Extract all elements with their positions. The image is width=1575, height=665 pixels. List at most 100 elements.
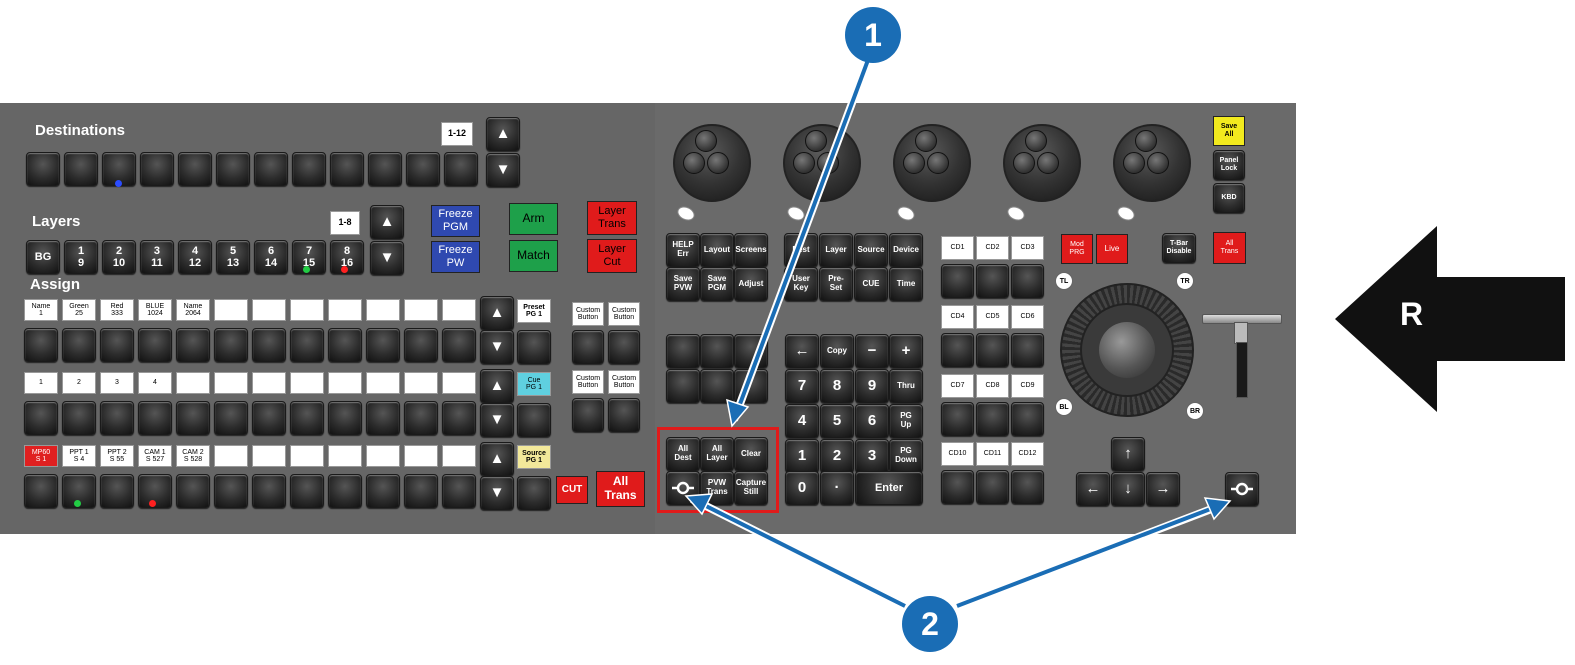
function-key[interactable]: Time xyxy=(889,267,923,301)
highlight-key[interactable]: All Dest xyxy=(666,437,700,471)
assign-page-key[interactable] xyxy=(517,403,551,437)
keypad-key[interactable]: Copy xyxy=(820,334,854,368)
assign-page-key[interactable] xyxy=(517,476,551,510)
keypad-key[interactable]: 1 xyxy=(785,439,819,473)
destination-key[interactable] xyxy=(292,152,326,186)
cd-key[interactable] xyxy=(941,470,974,504)
keypad-enter-key[interactable]: Enter xyxy=(855,471,923,505)
function-key[interactable]: Screens xyxy=(734,233,768,267)
blank-key[interactable] xyxy=(666,369,700,403)
freeze-pgm-button[interactable]: Freeze PGM xyxy=(431,205,480,237)
cd-key[interactable] xyxy=(976,333,1009,367)
destinations-page-up-button[interactable]: ▲ xyxy=(486,117,520,151)
function-key[interactable]: Save PGM xyxy=(700,267,734,301)
assign-key[interactable] xyxy=(366,328,400,362)
assign-page-down-button[interactable]: ▼ xyxy=(480,476,514,510)
destination-key[interactable] xyxy=(254,152,288,186)
arrow-left-button[interactable]: ← xyxy=(1076,472,1110,506)
highlight-key[interactable]: Clear xyxy=(734,437,768,471)
rotary-knob[interactable] xyxy=(1003,124,1081,202)
assign-key[interactable] xyxy=(214,474,248,508)
mod-prg-button[interactable]: Mod PRG xyxy=(1061,234,1093,264)
cd-key[interactable] xyxy=(941,402,974,436)
freeze-pw-button[interactable]: Freeze PW xyxy=(431,241,480,273)
cd-key[interactable] xyxy=(1011,264,1044,298)
highlight-key[interactable]: All Layer xyxy=(700,437,734,471)
cd-key[interactable] xyxy=(976,470,1009,504)
assign-key[interactable] xyxy=(404,401,438,435)
rotary-knob[interactable] xyxy=(893,124,971,202)
keypad-key[interactable]: 0 xyxy=(785,471,819,505)
layer-cut-button[interactable]: Layer Cut xyxy=(587,239,637,273)
arrow-up-button[interactable]: ↑ xyxy=(1111,437,1145,471)
all-trans-button[interactable]: All Trans xyxy=(596,471,645,507)
keypad-key[interactable]: · xyxy=(820,471,854,505)
assign-key[interactable] xyxy=(252,401,286,435)
keypad-key[interactable]: 2 xyxy=(820,439,854,473)
assign-key[interactable] xyxy=(138,328,172,362)
assign-key[interactable] xyxy=(442,474,476,508)
assign-key[interactable] xyxy=(214,401,248,435)
keypad-key[interactable]: PG Up xyxy=(889,404,923,438)
custom-button[interactable] xyxy=(608,330,640,364)
function-key[interactable]: Layer xyxy=(819,233,853,267)
tbar-disable-button[interactable]: T-Bar Disable xyxy=(1162,233,1196,263)
reset-button[interactable] xyxy=(666,471,700,505)
assign-key[interactable] xyxy=(176,401,210,435)
assign-key[interactable] xyxy=(290,474,324,508)
layer-key[interactable]: 6 14 xyxy=(254,240,288,274)
layers-page-up-button[interactable]: ▲ xyxy=(370,205,404,239)
assign-page-up-button[interactable]: ▲ xyxy=(480,442,514,476)
function-key[interactable]: Layout xyxy=(700,233,734,267)
assign-key[interactable] xyxy=(24,474,58,508)
custom-button[interactable] xyxy=(572,330,604,364)
trackball[interactable] xyxy=(1099,322,1155,378)
cd-key[interactable] xyxy=(1011,402,1044,436)
keypad-key[interactable]: 6 xyxy=(855,404,889,438)
cd-key[interactable] xyxy=(941,264,974,298)
destination-key[interactable] xyxy=(330,152,364,186)
arrow-right-button[interactable]: → xyxy=(1146,472,1180,506)
keypad-key[interactable]: 7 xyxy=(785,369,819,403)
highlight-key[interactable]: Capture Still xyxy=(734,471,768,505)
layers-page-down-button[interactable]: ▼ xyxy=(370,241,404,275)
assign-key[interactable] xyxy=(138,401,172,435)
assign-page-up-button[interactable]: ▲ xyxy=(480,296,514,330)
assign-key[interactable] xyxy=(442,328,476,362)
assign-key[interactable] xyxy=(252,328,286,362)
assign-key[interactable] xyxy=(62,328,96,362)
arm-button[interactable]: Arm xyxy=(509,203,558,235)
assign-key[interactable] xyxy=(290,328,324,362)
arrow-down-button[interactable]: ↓ xyxy=(1111,472,1145,506)
assign-key[interactable] xyxy=(404,474,438,508)
keypad-key[interactable]: 3 xyxy=(855,439,889,473)
assign-key[interactable] xyxy=(328,328,362,362)
blank-key[interactable] xyxy=(666,334,700,368)
blank-key[interactable] xyxy=(700,334,734,368)
assign-key[interactable] xyxy=(24,401,58,435)
layer-key[interactable]: BG xyxy=(26,240,60,274)
keypad-key[interactable]: Thru xyxy=(889,369,923,403)
keypad-key[interactable]: 4 xyxy=(785,404,819,438)
layer-trans-button[interactable]: Layer Trans xyxy=(587,201,637,235)
custom-button[interactable] xyxy=(608,398,640,432)
cd-key[interactable] xyxy=(941,333,974,367)
keypad-key[interactable]: + xyxy=(889,334,923,368)
cd-key[interactable] xyxy=(1011,333,1044,367)
cd-key[interactable] xyxy=(976,402,1009,436)
function-key[interactable]: Device xyxy=(889,233,923,267)
destinations-page-down-button[interactable]: ▼ xyxy=(486,153,520,187)
save-all-button[interactable]: Save All xyxy=(1213,116,1245,146)
assign-key[interactable] xyxy=(404,328,438,362)
panel-lock-button[interactable]: Panel Lock xyxy=(1213,150,1245,180)
cd-key[interactable] xyxy=(976,264,1009,298)
function-key[interactable]: Save PVW xyxy=(666,267,700,301)
destination-key[interactable] xyxy=(64,152,98,186)
destination-key[interactable] xyxy=(368,152,402,186)
assign-key[interactable] xyxy=(366,401,400,435)
assign-page-up-button[interactable]: ▲ xyxy=(480,369,514,403)
keypad-key[interactable]: ← xyxy=(785,334,819,368)
function-key[interactable]: Pre- Set xyxy=(819,267,853,301)
custom-button[interactable] xyxy=(572,398,604,432)
right-all-trans-button[interactable]: All Trans xyxy=(1213,232,1246,264)
